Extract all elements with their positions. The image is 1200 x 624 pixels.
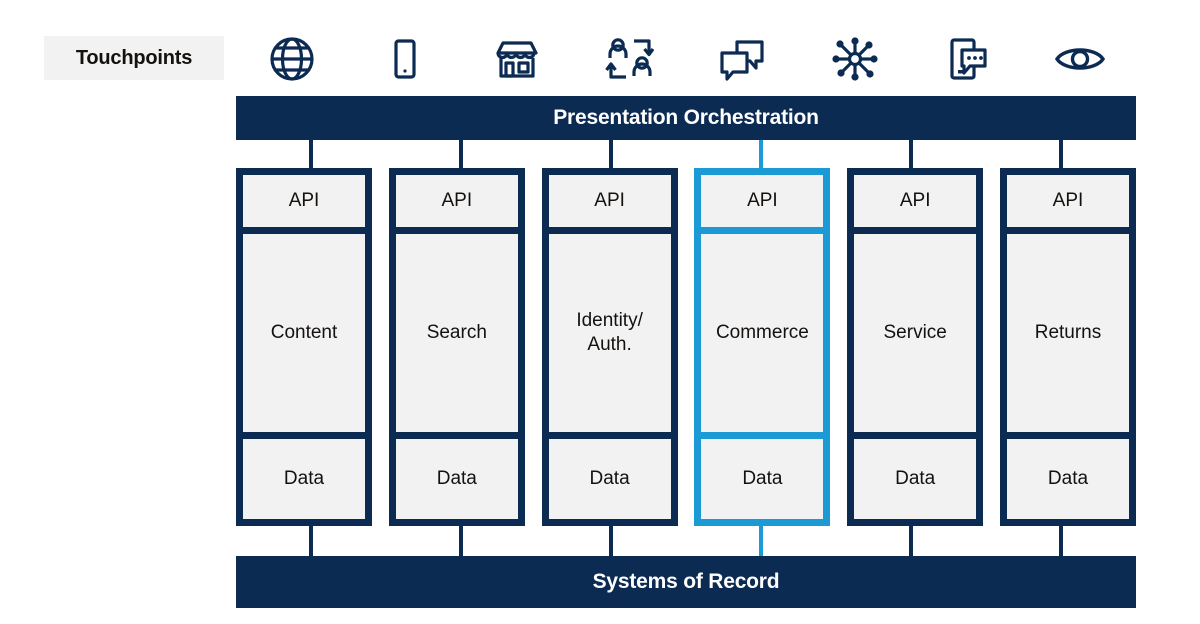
- capability-columns: API Content Data API Search Data API Ide…: [236, 168, 1136, 526]
- connector-cell: [386, 526, 536, 556]
- connector-line: [1059, 140, 1063, 170]
- connectors-top: [236, 140, 1136, 170]
- api-cell: API: [548, 175, 671, 227]
- api-cell: API: [395, 175, 518, 227]
- capability-name-cell: Returns: [1006, 234, 1129, 432]
- connector-cell: [686, 140, 836, 170]
- capability-column-identity-auth[interactable]: API Identity/ Auth. Data: [541, 168, 678, 526]
- connector-cell: [236, 526, 386, 556]
- storefront-icon: [461, 20, 574, 98]
- capability-name-line: Commerce: [715, 322, 809, 344]
- data-cell: Data: [1006, 439, 1129, 519]
- data-cell: Data: [395, 439, 518, 519]
- capability-column-service[interactable]: API Service Data: [847, 168, 984, 526]
- connector-cell: [686, 526, 836, 556]
- connector-line-accent: [759, 140, 763, 170]
- touchpoints-label: Touchpoints: [44, 36, 224, 80]
- connector-cell: [986, 526, 1136, 556]
- capability-name-cell: Content: [243, 234, 365, 432]
- connector-line-accent: [759, 526, 763, 556]
- connector-line: [609, 526, 613, 556]
- capability-name-line: Content: [270, 322, 338, 344]
- mobile-phone-icon: [349, 20, 462, 98]
- connector-line: [1059, 526, 1063, 556]
- capability-name-line: Service: [883, 322, 947, 344]
- connector-line: [909, 140, 913, 170]
- connector-cell: [986, 140, 1136, 170]
- capability-name-cell: Identity/ Auth.: [548, 234, 671, 432]
- api-cell: API: [243, 175, 365, 227]
- connector-cell: [536, 526, 686, 556]
- connector-cell: [386, 140, 536, 170]
- data-cell: Data: [548, 439, 671, 519]
- connector-cell: [836, 140, 986, 170]
- capability-name-cell: Search: [395, 234, 518, 432]
- connector-cell: [236, 140, 386, 170]
- capability-name-line: Identity/: [576, 310, 643, 332]
- presentation-orchestration-bar: Presentation Orchestration: [236, 96, 1136, 140]
- data-cell: Data: [701, 439, 824, 519]
- capability-name-line: Search: [426, 322, 487, 344]
- chat-bubbles-icon: [686, 20, 799, 98]
- connector-line: [459, 140, 463, 170]
- people-exchange-icon: [574, 20, 687, 98]
- network-hub-icon: [799, 20, 912, 98]
- connector-line: [309, 526, 313, 556]
- api-cell: API: [701, 175, 824, 227]
- connector-line: [309, 140, 313, 170]
- capability-name-line: Returns: [1034, 322, 1102, 344]
- touchpoint-icon-row: [236, 20, 1136, 98]
- connector-cell: [836, 526, 986, 556]
- api-cell: API: [1006, 175, 1129, 227]
- capability-name-cell: Commerce: [701, 234, 824, 432]
- connector-line: [609, 140, 613, 170]
- capability-column-returns[interactable]: API Returns Data: [999, 168, 1136, 526]
- data-cell: Data: [854, 439, 977, 519]
- eye-icon: [1024, 20, 1137, 98]
- phone-message-icon: [911, 20, 1024, 98]
- globe-icon: [236, 20, 349, 98]
- connector-line: [459, 526, 463, 556]
- capability-column-content[interactable]: API Content Data: [236, 168, 372, 526]
- capability-column-commerce[interactable]: API Commerce Data: [694, 168, 831, 526]
- systems-of-record-bar: Systems of Record: [236, 556, 1136, 608]
- data-cell: Data: [243, 439, 365, 519]
- capability-name-cell: Service: [854, 234, 977, 432]
- api-cell: API: [854, 175, 977, 227]
- connectors-bottom: [236, 526, 1136, 556]
- capability-column-search[interactable]: API Search Data: [388, 168, 525, 526]
- capability-name-line: Auth.: [587, 334, 632, 355]
- connector-cell: [536, 140, 686, 170]
- connector-line: [909, 526, 913, 556]
